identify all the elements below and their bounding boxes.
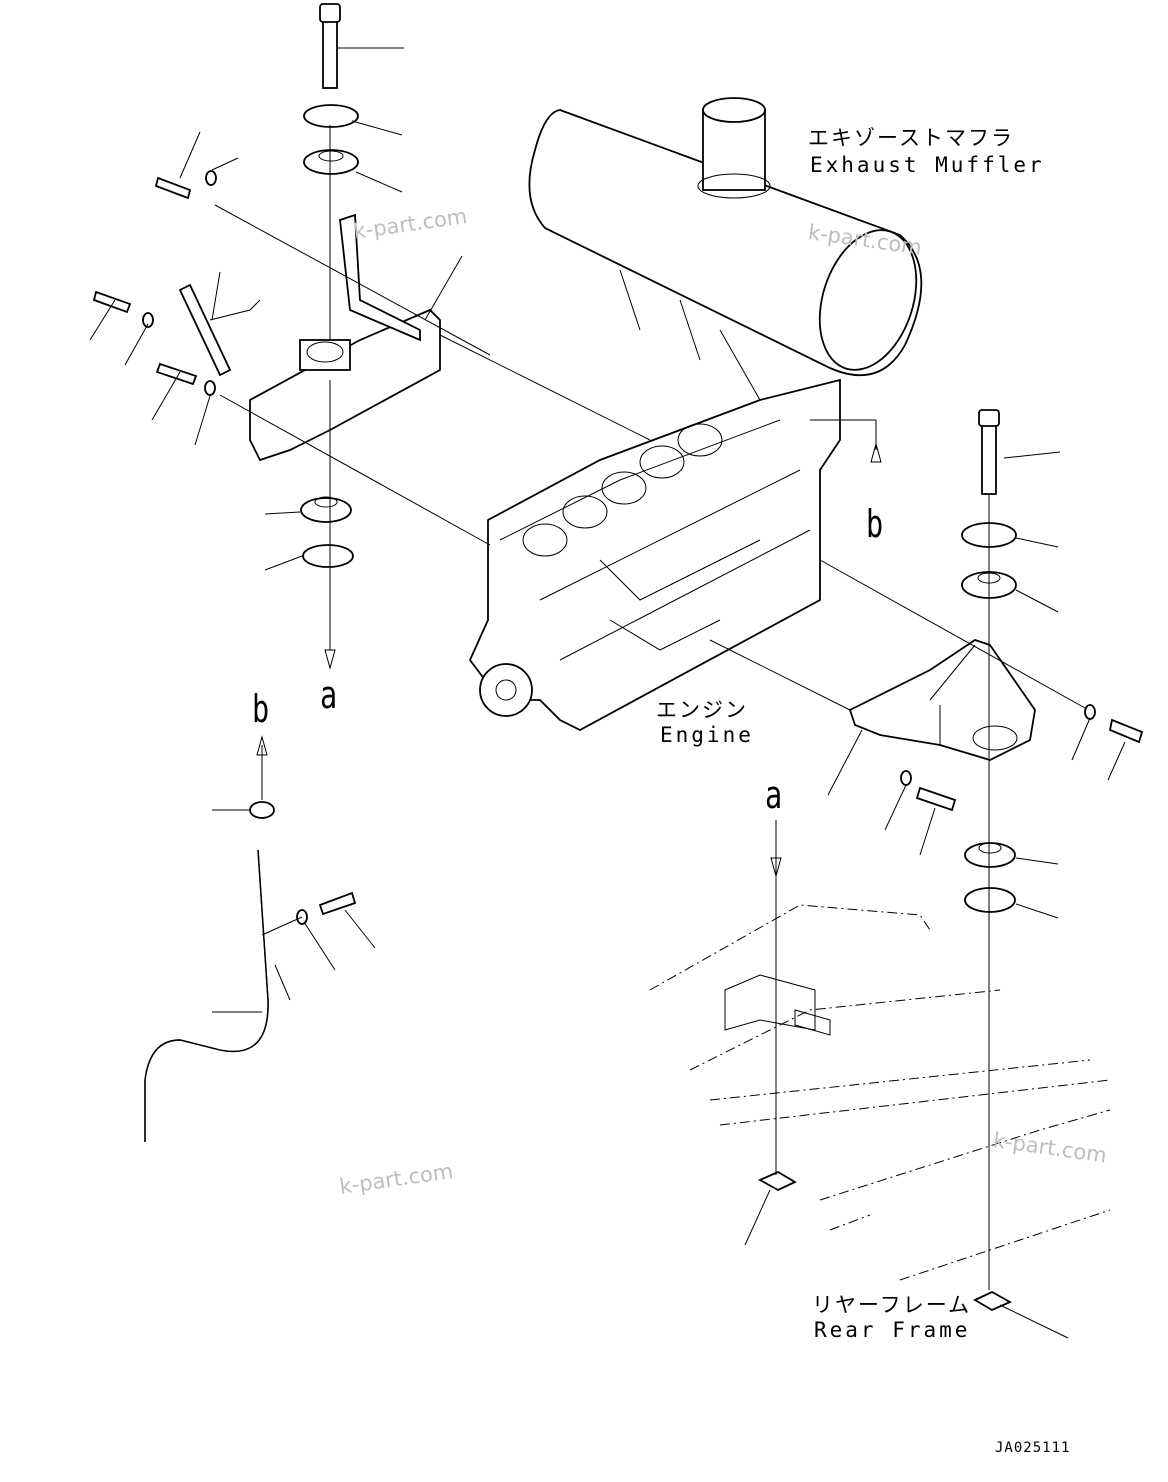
ref-b-right: b — [866, 502, 884, 546]
ref-a-bottom: a — [765, 773, 783, 817]
ref-b-left: b — [252, 687, 270, 731]
exhaust-muffler-label-en: Exhaust Muffler — [810, 153, 1045, 177]
rear-frame — [649, 904, 1111, 1312]
engine-label-en: Engine — [660, 723, 754, 747]
exhaust-muffler — [528, 97, 923, 401]
engine-block — [468, 378, 841, 732]
engine-label-jp: エンジン — [656, 698, 748, 722]
ref-a-top: a — [320, 673, 338, 717]
exhaust-muffler-label-jp: エキゾーストマフラ — [808, 126, 1014, 150]
left-engine-mount — [92, 3, 441, 568]
right-engine-mount — [848, 409, 1144, 913]
leader-lines — [89, 47, 1126, 1339]
drawing-code: JA025111 — [995, 1440, 1071, 1456]
rear-frame-label-en: Rear Frame — [814, 1318, 971, 1342]
dipstick-tube — [144, 801, 357, 1142]
rear-frame-label-jp: リヤーフレーム — [812, 1293, 972, 1317]
